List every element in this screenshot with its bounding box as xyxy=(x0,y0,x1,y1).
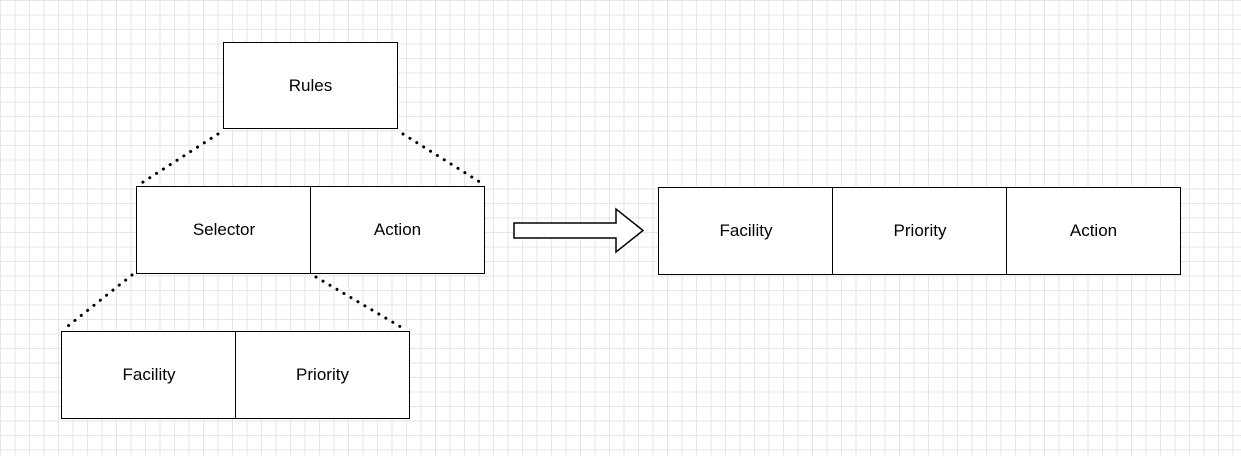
action-label: Action xyxy=(373,220,422,239)
selector-cell: Selector xyxy=(137,187,311,273)
facility-priority-box: Facility Priority xyxy=(61,331,410,419)
result-facility-cell: Facility xyxy=(659,188,833,274)
facility-label: Facility xyxy=(122,365,176,384)
action-cell: Action xyxy=(310,187,484,273)
right-arrow-icon xyxy=(513,207,645,254)
facility-cell: Facility xyxy=(62,332,236,418)
rules-box: Rules xyxy=(223,42,398,129)
result-facility-label: Facility xyxy=(719,221,773,240)
priority-label: Priority xyxy=(296,365,349,384)
dotted-connector-rules-right xyxy=(401,132,485,186)
rules-label: Rules xyxy=(288,75,333,95)
dotted-connector-selector-left xyxy=(61,273,134,332)
priority-cell: Priority xyxy=(235,332,409,418)
selector-label: Selector xyxy=(192,220,256,239)
result-priority-cell: Priority xyxy=(832,188,1007,274)
selector-action-box: Selector Action xyxy=(136,186,485,274)
result-priority-label: Priority xyxy=(893,221,947,240)
dotted-connector-selector-right xyxy=(314,275,408,332)
result-action-label: Action xyxy=(1069,221,1118,240)
result-row-box: Facility Priority Action xyxy=(658,187,1181,275)
result-action-cell: Action xyxy=(1006,188,1180,274)
dotted-connector-rules-left xyxy=(138,132,220,186)
rules-cell: Rules xyxy=(224,43,397,128)
